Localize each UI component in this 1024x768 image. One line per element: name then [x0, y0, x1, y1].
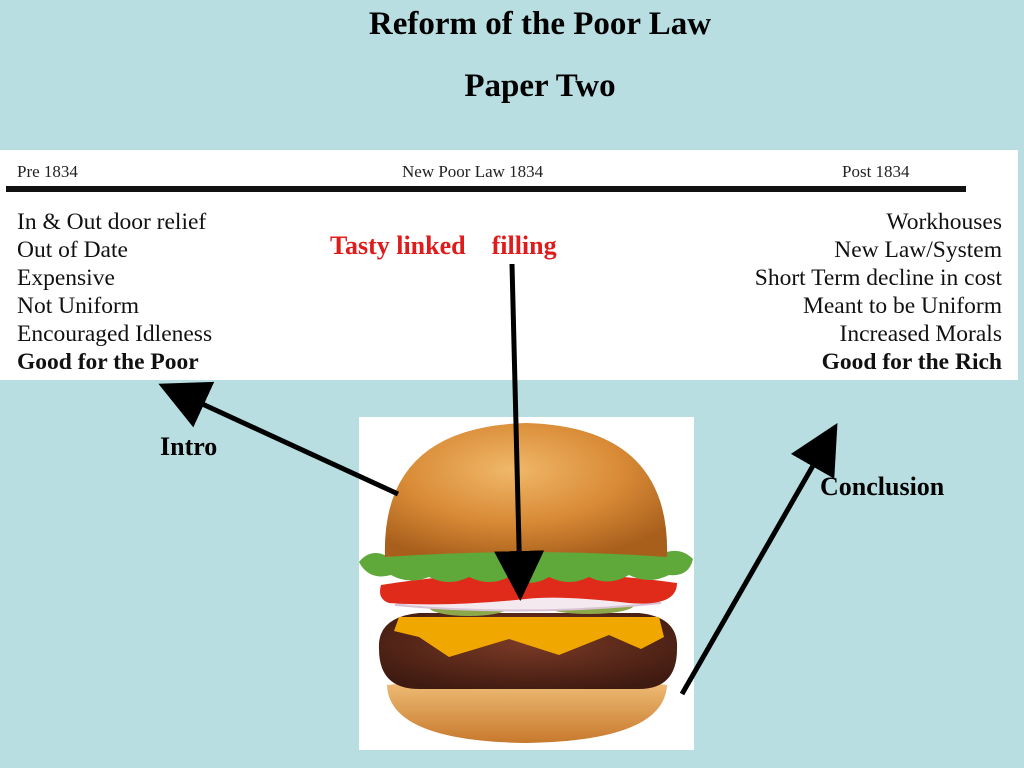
timeline-heading-new-law: New Poor Law 1834 [402, 162, 544, 181]
list-item: Not Uniform [17, 293, 140, 319]
list-item: Short Term decline in cost [754, 265, 1002, 291]
timeline-bar [6, 186, 966, 192]
filling-label: Tasty linked filling [330, 231, 557, 260]
list-item: Increased Morals [839, 321, 1002, 347]
timeline-panel: Pre 1834 New Poor Law 1834 Post 1834 In … [0, 150, 1018, 380]
filling-arrow [494, 263, 545, 601]
list-item: Meant to be Uniform [802, 293, 1002, 319]
list-item: Out of Date [17, 237, 128, 263]
timeline-heading-pre: Pre 1834 [17, 162, 78, 181]
pre-1834-list: In & Out door relief Out of Date Expensi… [17, 208, 212, 376]
intro-label: Intro [160, 432, 218, 461]
post-1834-list: Workhouses New Law/System Short Term dec… [755, 208, 1002, 376]
slide-subtitle: Paper Two [464, 68, 616, 104]
slide-title: Reform of the Poor Law [368, 6, 712, 42]
list-item: Workhouses [886, 209, 1002, 235]
hamburger-icon [359, 423, 693, 743]
list-item: Encouraged Idleness [17, 321, 213, 347]
list-item: Expensive [17, 265, 115, 291]
burger-image [359, 417, 694, 750]
list-item: In & Out door relief [17, 209, 207, 235]
timeline-heading-post: Post 1834 [842, 162, 910, 181]
list-item: Good for the Rich [821, 349, 1002, 375]
conclusion-label: Conclusion [820, 472, 945, 501]
list-item: New Law/System [834, 237, 1002, 263]
intro-arrow [158, 381, 400, 497]
conclusion-arrow [679, 422, 838, 696]
list-item: Good for the Poor [17, 349, 199, 375]
